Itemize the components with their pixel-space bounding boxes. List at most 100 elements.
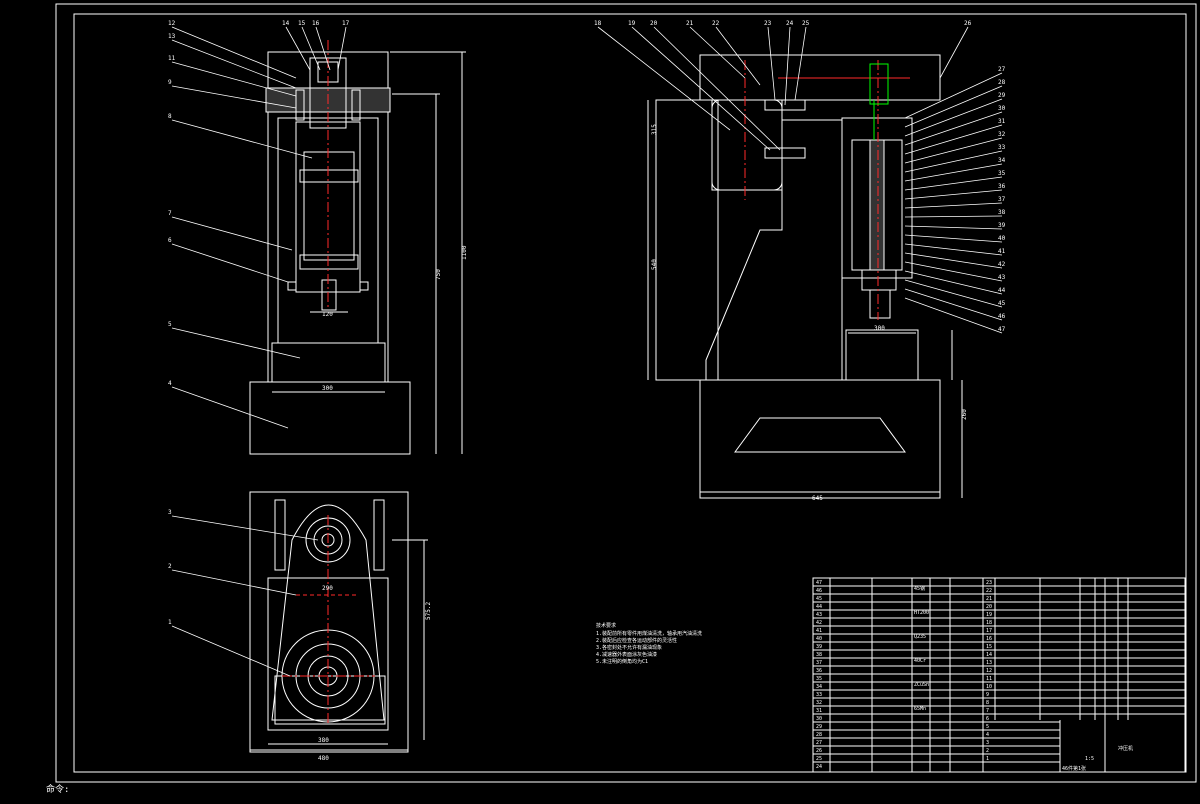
balloon-15: 15 [298,20,306,27]
balloon-19: 19 [628,20,636,27]
dim-side-upper: 315 [651,124,658,135]
side-top-housing [699,54,941,101]
belt-guard [271,504,385,721]
balloon-9: 9 [168,79,172,86]
balloon-36: 36 [998,183,1006,190]
balloon-5: 5 [168,321,172,328]
balloon-23-leader [767,26,776,101]
tb-row-num: 36 [816,668,822,674]
balloon-39-leader [904,225,1003,230]
tb-row-num: 15 [986,644,992,650]
tb-row-num: 11 [986,676,992,682]
tb-row-num: 7 [986,708,989,714]
tb-row-num: 37 [816,660,822,666]
tb-row-num: 28 [816,732,822,738]
balloon-33: 33 [998,144,1006,151]
balloon-43: 43 [998,274,1006,281]
tb-row-num: 6 [986,716,989,722]
balloon-28-leader [904,85,1003,128]
balloon-38: 38 [998,209,1006,216]
balloon-18-leader [597,26,731,131]
title-block[interactable] [812,577,1186,773]
tb-row-num: 47 [816,580,822,586]
tb-row-num: 44 [816,604,822,610]
balloon-38-leader [904,215,1003,218]
tb-material: 40Cr [914,658,926,664]
front-base [249,381,411,455]
tb-row-num: 25 [816,756,822,762]
balloon-11: 11 [168,55,176,62]
tech-notes-title: 技术要求 [596,622,616,629]
balloon-47: 47 [998,326,1006,333]
balloon-30-leader [904,111,1003,146]
balloon-12-leader [171,26,297,79]
dim-top-outer: 480 [318,755,329,762]
balloon-8-leader [171,119,313,159]
tb-material: 65Mn [914,706,926,712]
tb-row-num: 35 [816,676,822,682]
tb-row-num: 33 [816,692,822,698]
balloon-18: 18 [594,20,602,27]
balloon-7: 7 [168,210,172,217]
front-view[interactable] [249,40,466,455]
balloon-3: 3 [168,509,172,516]
top-view[interactable] [249,491,428,753]
balloon-37-leader [904,202,1003,209]
dim-height-total: 1100 [461,245,468,260]
balloon-34: 34 [998,157,1006,164]
dim-height-mid: 750 [435,269,442,280]
balloon-6-leader [171,243,289,283]
balloon-13-leader [171,39,297,89]
balloon-45-leader [904,279,1003,308]
side-view[interactable] [647,54,963,499]
tb-row-num: 1 [986,756,989,762]
tb-row-num: 45 [816,596,822,602]
balloon-16-leader [315,26,331,71]
svg-text:5.未注明的倒角均为C1: 5.未注明的倒角均为C1 [596,658,648,665]
tb-row-num: 20 [986,604,992,610]
dim-side-left: 540 [651,259,658,270]
balloon-6: 6 [168,237,172,244]
balloon-33-leader [904,150,1003,173]
balloon-15-leader [301,26,321,71]
tb-row-num: 31 [816,708,822,714]
tb-row-num: 14 [986,652,992,658]
tb-row-num: 12 [986,668,992,674]
balloon-42-leader [904,252,1003,269]
balloon-25-leader [794,26,807,101]
tb-row-num: 21 [986,596,992,602]
tb-row-num: 39 [816,644,822,650]
dimension-texts: 120 300 750 1100 480 380 290 575.2 645 3… [318,124,968,762]
tb-row-num: 27 [816,740,822,746]
dim-base: 300 [322,385,333,392]
technical-notes: 技术要求 1.装配前所有零件用煤油清洗，轴承用汽油清洗 2.装配后应检查各运动部… [596,622,702,665]
balloon-47-leader [904,297,1003,334]
dim-side-base: 645 [812,495,823,502]
balloon-37: 37 [998,196,1006,203]
balloon-41-leader [904,243,1003,256]
scale: 1:5 [1085,756,1094,762]
balloon-23: 23 [764,20,772,27]
sheet-info: 46件第1张 [1062,765,1086,772]
tb-row-num: 18 [986,620,992,626]
balloon-2-leader [171,569,297,596]
svg-text:4.减速器外表面涂灰色油漆: 4.减速器外表面涂灰色油漆 [596,651,657,658]
balloon-34-leader [904,163,1003,182]
tb-row-num: 8 [986,700,989,706]
sheet-border-outer [55,3,1197,783]
balloon-27-leader [904,72,1003,119]
balloon-46: 46 [998,313,1006,320]
front-table [271,342,386,383]
tb-row-num: 42 [816,620,822,626]
balloon-3-leader [171,515,319,541]
balloon-17-leader [337,26,347,71]
balloon-7-leader [171,216,293,251]
tb-row-num: 26 [816,748,822,754]
balloon-14-leader [285,26,311,71]
command-prompt[interactable]: 命令: [46,785,70,795]
balloon-36-leader [904,189,1003,200]
tb-row-num: 41 [816,628,822,634]
balloon-27: 27 [998,66,1006,73]
tb-row-num: 29 [816,724,822,730]
